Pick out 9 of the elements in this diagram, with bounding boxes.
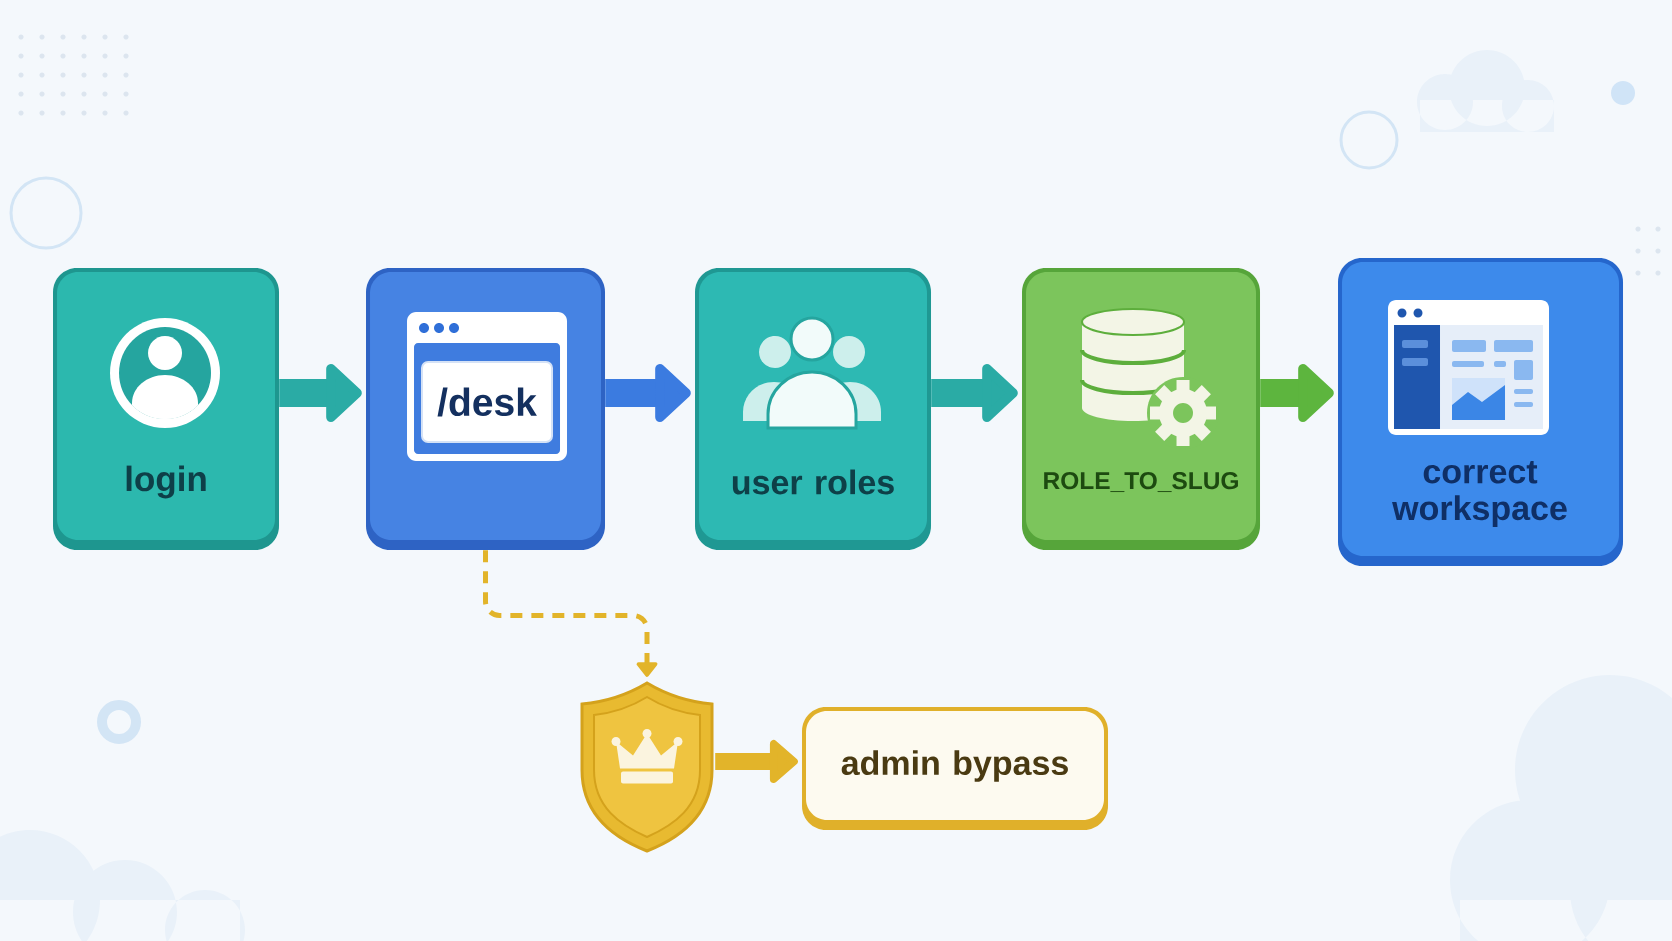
shield-icon bbox=[580, 681, 714, 853]
arrow bbox=[715, 740, 798, 783]
arrow bbox=[931, 363, 1018, 423]
dashed-arrow bbox=[483, 550, 658, 677]
url-field: /desk bbox=[421, 361, 553, 443]
process-box: admin bypass bbox=[802, 707, 1108, 830]
arrow bbox=[1260, 363, 1334, 423]
arrow bbox=[279, 363, 362, 423]
arrow bbox=[605, 363, 691, 423]
